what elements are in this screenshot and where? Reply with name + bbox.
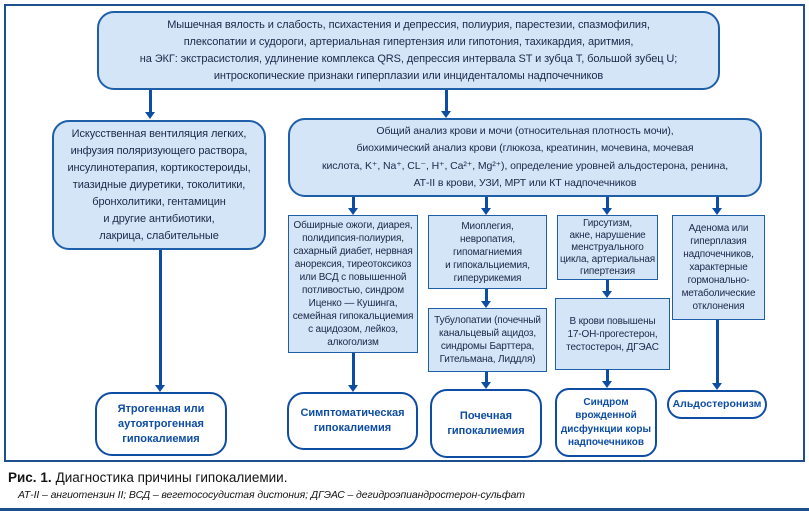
symptomatic-causes-box: Обширные ожоги, диарея, полидипсия-полиу… [288,215,418,353]
outcome-aldosteronism: Альдостеронизм [667,390,767,419]
hirsutism-text: Гирсутизм, акне, нарушение менструальног… [559,217,656,277]
symptoms-text: Мышечная вялость и слабость, психастения… [139,18,678,82]
bottom-divider [0,508,809,511]
arrow-tests-to-adenoma [715,197,719,208]
arrow-hormones-to-congenital-outcome [605,369,609,381]
figure-caption: Рис. 1.Диагностика причины гипокалиемии. [8,470,287,485]
arrow-tubulopathy-to-renal-outcome [484,372,488,382]
outcome-symptomatic-text: Симптоматическая гипокалиемия [300,407,405,434]
adenoma-box: Аденома или гиперплазия надпочечников, х… [672,215,765,320]
symptoms-box: Мышечная вялость и слабость, психастения… [97,11,720,90]
adenoma-text: Аденома или гиперплазия надпочечников, х… [681,223,756,312]
outcome-renal-hypokalemia: Почечная гипокалиемия [430,389,542,458]
arrow-iatrogenic-to-outcome [158,250,162,385]
arrow-symptoms-to-tests [444,90,448,111]
iatrogenic-causes-text: Искусственная вентиляция легких, инфузия… [67,127,251,242]
renal-signs-box: Миоплегия, невропатия, гипомагниемия и г… [428,215,547,289]
arrow-tests-to-symptomatic-causes [351,197,355,208]
renal-signs-text: Миоплегия, невропатия, гипомагниемия и г… [445,220,530,284]
outcome-renal-text: Почечная гипокалиемия [447,409,525,437]
caption-text: Диагностика причины гипокалиемии. [55,470,288,485]
hormones-text: В крови повышены 17-ОН-прогестерон, тест… [566,315,659,353]
outcome-iatrogenic-hypokalemia: Ятрогенная или аутоятрогенная гипокалием… [95,392,227,456]
arrow-causes-to-symptomatic-outcome [351,353,355,385]
arrow-symptoms-to-iatrogenic [148,90,152,112]
arrow-adenoma-to-aldosteronism [715,320,719,383]
outcome-congenital-text: Синдром врожденной дисфункции коры надпо… [560,396,652,449]
figure-footnote: АТ-II – ангиотензин II; ВСД – вегетососу… [18,489,525,501]
symptomatic-causes-text: Обширные ожоги, диарея, полидипсия-полиу… [292,220,414,348]
outcome-aldosteronism-text: Альдостеронизм [672,398,762,410]
hormones-box: В крови повышены 17-ОН-прогестерон, тест… [555,298,670,370]
iatrogenic-causes-box: Искусственная вентиляция легких, инфузия… [52,120,266,250]
tubulopathy-box: Тубулопатии (почечный канальцевый ацидоз… [428,308,547,372]
arrow-tests-to-hirsutism [605,197,609,208]
outcome-symptomatic-hypokalemia: Симптоматическая гипокалиемия [287,392,418,450]
arrow-signs-to-tubulopathy [484,289,488,301]
arrow-hirsutism-to-hormones [605,280,609,291]
tests-text: Общий анализ крови и мочи (относительная… [321,124,729,190]
caption-label: Рис. 1. [8,470,52,485]
outcome-congenital-dysfunction: Синдром врожденной дисфункции коры надпо… [555,388,657,457]
hirsutism-box: Гирсутизм, акне, нарушение менструальног… [557,215,658,280]
arrow-tests-to-renal-signs [484,197,488,208]
tubulopathy-text: Тубулопатии (почечный канальцевый ацидоз… [434,315,541,365]
outcome-iatrogenic-text: Ятрогенная или аутоятрогенная гипокалием… [117,402,205,445]
tests-box: Общий анализ крови и мочи (относительная… [288,118,762,197]
